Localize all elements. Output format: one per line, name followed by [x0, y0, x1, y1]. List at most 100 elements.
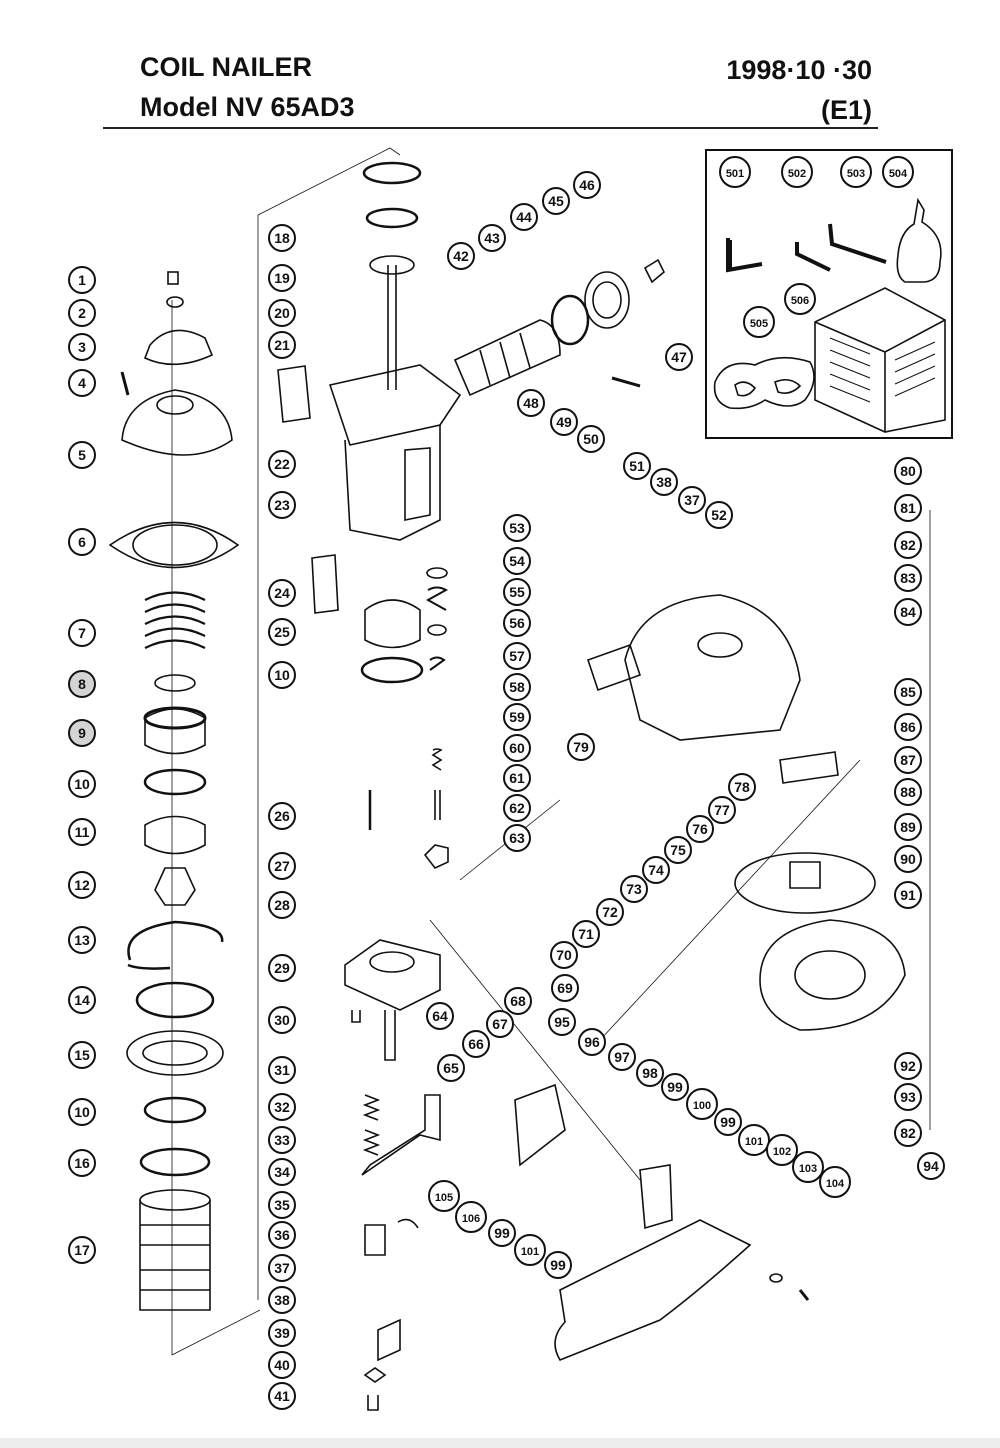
- callout-number: 68: [510, 993, 526, 1009]
- callout-circle: [542, 187, 570, 215]
- callout-number: 4: [78, 375, 86, 391]
- callout-number: 103: [799, 1163, 817, 1175]
- callout-circle: [840, 156, 872, 188]
- callout-number: 72: [602, 904, 618, 920]
- washer-103: [769, 1273, 783, 1283]
- feeder-97: [514, 1083, 566, 1167]
- callout-circle: [573, 171, 601, 199]
- gasket-6-inner: [132, 524, 218, 566]
- callout-circle: [894, 598, 922, 626]
- bolt-41: [367, 1395, 379, 1411]
- callout-circle: [686, 815, 714, 843]
- callout-number: 99: [494, 1225, 510, 1241]
- callout-73: 73: [620, 875, 648, 903]
- hex-wrench-501: [726, 238, 763, 273]
- callout-number: 506: [791, 295, 809, 307]
- callout-number: 106: [462, 1213, 480, 1225]
- callout-circle: [462, 1030, 490, 1058]
- callout-number: 73: [626, 881, 642, 897]
- callout-31: 31: [268, 1056, 296, 1084]
- callout-number: 14: [74, 992, 90, 1008]
- callout-number: 2: [78, 305, 86, 321]
- ring-8: [154, 674, 196, 692]
- callout-circle: [894, 746, 922, 774]
- case-ribs: [829, 337, 936, 403]
- callout-circle: [781, 156, 813, 188]
- o-ring-10b: [143, 1096, 207, 1124]
- cylinder-cap-center: [156, 395, 194, 415]
- callout-22: 22: [268, 450, 296, 478]
- callout-92: 92: [894, 1052, 922, 1080]
- callout-17: 17: [68, 1236, 96, 1264]
- callout-9: 9: [68, 719, 96, 747]
- cap-45-inner: [592, 281, 622, 319]
- screw-1: [167, 271, 179, 285]
- callout-circle: [503, 547, 531, 575]
- callout-number: 36: [274, 1227, 290, 1243]
- callout-circle: [268, 299, 296, 327]
- callout-number: 78: [734, 779, 750, 795]
- callout-number: 21: [274, 337, 290, 353]
- callout-circle: [503, 794, 531, 822]
- callout-number: 85: [900, 684, 916, 700]
- callout-number: 79: [573, 739, 589, 755]
- guide-102: [554, 1219, 752, 1361]
- callout-12: 12: [68, 871, 96, 899]
- callout-46: 46: [573, 171, 601, 199]
- callout-circle: [620, 875, 648, 903]
- callout-circle: [503, 609, 531, 637]
- callout-circle: [268, 1351, 296, 1379]
- cylinder-guide-line: [171, 1309, 261, 1356]
- callout-circle: [268, 802, 296, 830]
- callout-71: 71: [572, 920, 600, 948]
- handle-43: [453, 319, 561, 397]
- callout-number: 99: [550, 1257, 566, 1273]
- callout-number: 86: [900, 719, 916, 735]
- callout-number: 92: [900, 1058, 916, 1074]
- plug-46: [643, 258, 665, 284]
- valve-63: [423, 844, 449, 869]
- callout-10: 10: [68, 770, 96, 798]
- callout-circle: [68, 871, 96, 899]
- callout-number: 89: [900, 819, 916, 835]
- callout-93: 93: [894, 1083, 922, 1111]
- callout-26: 26: [268, 802, 296, 830]
- callout-circle: [68, 333, 96, 361]
- callout-number: 503: [847, 168, 865, 180]
- o-ring-16: [139, 1147, 211, 1177]
- spring-33: [362, 1129, 381, 1156]
- nut-2: [166, 296, 184, 308]
- screw-30: [351, 1010, 361, 1023]
- callout-number: 504: [889, 168, 908, 180]
- callout-circle: [68, 818, 96, 846]
- callout-10: 10: [68, 1098, 96, 1126]
- callout-circle: [728, 773, 756, 801]
- callout-57: 57: [503, 642, 531, 670]
- callout-7: 7: [68, 619, 96, 647]
- callout-circle: [268, 1382, 296, 1410]
- callout-circle: [68, 619, 96, 647]
- callout-63: 63: [503, 824, 531, 852]
- callout-number: 35: [274, 1197, 290, 1213]
- callout-number: 27: [274, 858, 290, 874]
- callout-number: 100: [693, 1100, 711, 1112]
- callout-number: 60: [509, 740, 525, 756]
- callout-number: 59: [509, 709, 525, 725]
- callout-84: 84: [894, 598, 922, 626]
- callout-69: 69: [551, 974, 579, 1002]
- callout-number: 81: [900, 500, 916, 516]
- callout-49: 49: [550, 408, 578, 436]
- callout-number: 16: [74, 1155, 90, 1171]
- callout-35: 35: [268, 1191, 296, 1219]
- driver-rod: [387, 265, 397, 390]
- callout-circle: [642, 856, 670, 884]
- callout-number: 38: [656, 474, 672, 490]
- callout-circle: [268, 1191, 296, 1219]
- callout-circle: [503, 642, 531, 670]
- callout-61: 61: [503, 764, 531, 792]
- spring-57: [429, 656, 446, 671]
- callout-circle: [882, 156, 914, 188]
- head-valve-15-inner: [142, 1040, 208, 1066]
- callout-number: 6: [78, 534, 86, 550]
- callout-circle: [268, 1093, 296, 1121]
